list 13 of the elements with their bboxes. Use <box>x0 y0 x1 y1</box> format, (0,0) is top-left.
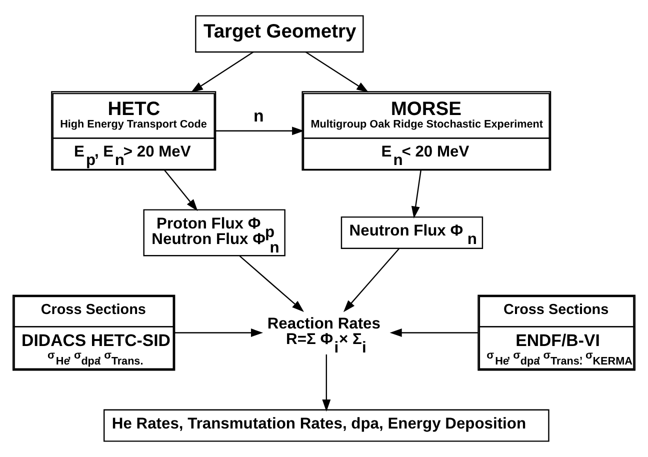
arrow <box>390 328 478 337</box>
arrow <box>216 126 304 136</box>
arrow <box>190 52 254 93</box>
arrow <box>239 256 304 312</box>
arrow <box>305 52 369 93</box>
arrow <box>174 328 264 337</box>
arrow <box>322 354 331 412</box>
node-box: Target Geometry <box>195 15 364 53</box>
edge-label: n <box>254 106 264 126</box>
arrow <box>164 170 198 212</box>
arrow <box>411 170 422 218</box>
arrow <box>343 248 400 312</box>
node-box: He Rates, Transmutation Rates, dpa, Energy Deposition <box>103 409 550 442</box>
